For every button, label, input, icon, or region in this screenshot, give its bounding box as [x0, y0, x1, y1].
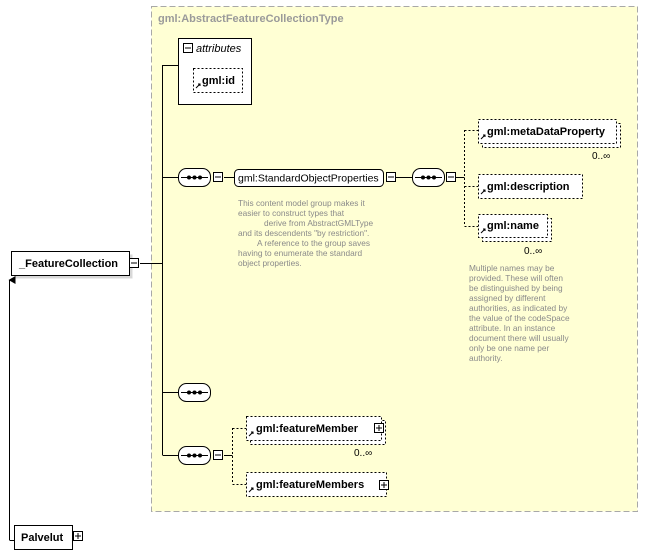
element-label: gml:featureMembers: [256, 479, 364, 491]
element-description[interactable]: gml:description: [478, 174, 583, 199]
optional-lines: [232, 130, 478, 485]
name-note-line: authorities, as indicated by: [469, 303, 568, 313]
name-note-line: the value of the codeSpace: [469, 313, 570, 323]
name-note-line: authority.: [469, 353, 503, 363]
attributes-title: attributes: [196, 43, 242, 55]
reference-arrow-icon: [480, 134, 486, 140]
element-feature-member[interactable]: gml:featureMember: [246, 416, 386, 445]
name-note-line: attribute. In an instance: [469, 323, 556, 333]
element-label: gml:featureMember: [256, 423, 359, 435]
name-note-line: provided. These will often: [469, 273, 563, 283]
group-note: This content model group makes it easier…: [238, 198, 374, 268]
group-note-line: object properties.: [238, 258, 302, 268]
group-label: gml:StandardObjectProperties: [238, 173, 379, 185]
element-label: gml:name: [487, 220, 539, 232]
reference-arrow-icon: [248, 431, 254, 437]
attribute-gml-id[interactable]: gml:id: [193, 68, 243, 93]
sequence-compositor-3[interactable]: [178, 446, 223, 465]
group-note-line: derive from AbstractGMLType: [264, 218, 374, 228]
root-element-feature-collection[interactable]: _FeatureCollection: [11, 251, 139, 279]
element-name[interactable]: gml:name: [478, 214, 552, 242]
group-note-line: This content model group makes it: [238, 198, 366, 208]
element-label: gml:description: [487, 181, 570, 193]
element-palvelut[interactable]: Palvelut: [14, 525, 83, 550]
group-note-line: easier to construct types that: [238, 208, 345, 218]
name-note-line: assigned by different: [469, 293, 546, 303]
element-metadata-property[interactable]: gml:metaDataProperty: [478, 119, 621, 148]
element-label: gml:metaDataProperty: [487, 126, 606, 138]
type-box-title: gml:AbstractFeatureCollectionType: [158, 13, 344, 25]
reference-arrow-icon: [248, 487, 254, 493]
group-note-line: and its descendents "by restriction".: [238, 228, 369, 238]
name-note-line: document there will usually: [469, 333, 569, 343]
sequence-compositor-1[interactable]: [178, 168, 223, 187]
element-feature-members[interactable]: gml:featureMembers: [246, 472, 389, 497]
sequence-compositor-2[interactable]: [412, 168, 456, 187]
name-note: Multiple names may be provided. These wi…: [469, 263, 570, 363]
group-note-line: A reference to the group saves: [257, 238, 370, 248]
cardinality-label: 0..∞: [354, 448, 372, 459]
sequence-compositor-empty[interactable]: [178, 383, 211, 402]
root-label: _FeatureCollection: [18, 258, 118, 270]
name-note-line: only be one name per: [469, 343, 549, 353]
group-standard-object-properties[interactable]: gml:StandardObjectProperties: [234, 169, 396, 187]
connector-lines: [140, 65, 465, 456]
name-note-line: be distinguished by being: [469, 283, 563, 293]
palvelut-label: Palvelut: [21, 532, 64, 544]
reference-arrow-icon: [480, 189, 486, 195]
cardinality-label: 0..∞: [592, 151, 610, 162]
attribute-label: gml:id: [202, 75, 235, 87]
reference-arrow-icon: [480, 228, 486, 234]
cardinality-label: 0..∞: [524, 246, 542, 257]
reference-arrow-icon: [195, 83, 201, 89]
name-note-line: Multiple names may be: [469, 263, 555, 273]
group-note-line: having to enumerate the standard: [238, 248, 362, 258]
